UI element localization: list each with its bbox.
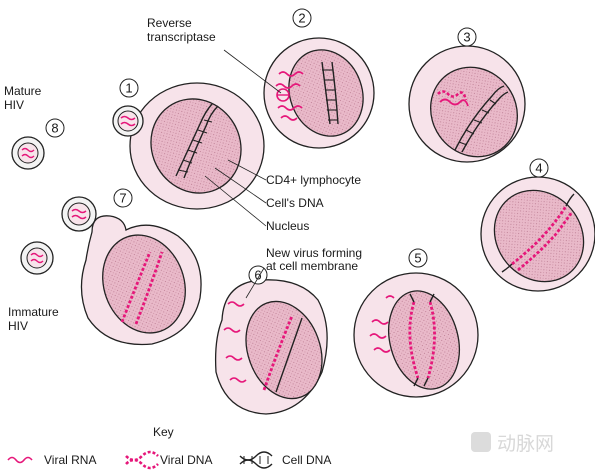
svg-text:7: 7 <box>119 191 126 206</box>
mature-hiv-label-line1: Mature <box>4 84 42 98</box>
cell-step-6 <box>214 279 328 415</box>
step-number-7: 7 <box>113 188 133 208</box>
new-virus-label-line1: New virus forming <box>266 246 362 260</box>
viral-dna-key-label: Viral DNA <box>160 453 212 467</box>
svg-text:3: 3 <box>463 30 470 45</box>
cell-step-1 <box>129 82 265 210</box>
cell-dna-key-label: Cell DNA <box>282 453 331 467</box>
viral-rna-key-label: Viral RNA <box>44 453 96 467</box>
svg-text:8: 8 <box>51 121 58 136</box>
step-number-2: 2 <box>292 8 312 28</box>
mature-hiv-label-line2: HIV <box>4 98 24 112</box>
svg-text:2: 2 <box>298 11 305 26</box>
reverse-transcriptase-label-line1: Reverse <box>147 16 192 30</box>
leader-lines <box>204 49 282 299</box>
budding-virion <box>61 196 97 232</box>
immature-hiv-virion <box>20 241 54 275</box>
viral-rna-symbol <box>7 456 33 464</box>
nucleus <box>150 98 242 194</box>
watermark: 动脉网 <box>471 432 554 455</box>
key-legend: Key Viral RNA Viral DNA Cell DNA <box>7 425 331 470</box>
key-title: Key <box>153 425 174 439</box>
svg-text:1: 1 <box>125 81 132 96</box>
step-number-8: 8 <box>45 118 65 138</box>
cell-dna-symbol <box>239 451 273 469</box>
cd4-lymphocyte-label: CD4+ lymphocyte <box>266 173 361 187</box>
step-number-3: 3 <box>457 27 477 47</box>
cell-step-2 <box>263 37 375 149</box>
mature-hiv-virion <box>11 136 45 170</box>
virion-step-1 <box>112 105 144 137</box>
cell-step-3 <box>408 45 526 163</box>
new-virus-label-line2: at cell membrane <box>266 259 358 273</box>
cell-step-4 <box>480 176 595 292</box>
step-number-6: 6 <box>248 265 268 285</box>
svg-text:动脉网: 动脉网 <box>497 433 554 455</box>
svg-text:4: 4 <box>535 161 542 176</box>
cell-step-5 <box>353 272 479 398</box>
svg-text:5: 5 <box>414 251 421 266</box>
viral-dna-symbol <box>125 450 159 470</box>
reverse-transcriptase-label-line2: transcriptase <box>147 30 216 44</box>
watermark-logo-icon <box>471 432 491 452</box>
nucleus-label: Nucleus <box>266 219 309 233</box>
step-number-5: 5 <box>408 248 428 268</box>
immature-hiv-label-line1: Immature <box>8 305 59 319</box>
step-number-4: 4 <box>529 158 549 178</box>
step-number-1: 1 <box>119 78 139 98</box>
cell-step-7 <box>80 215 202 346</box>
cells-dna-label: Cell's DNA <box>266 196 324 210</box>
svg-text:6: 6 <box>254 268 261 283</box>
immature-hiv-label-line2: HIV <box>8 319 28 333</box>
